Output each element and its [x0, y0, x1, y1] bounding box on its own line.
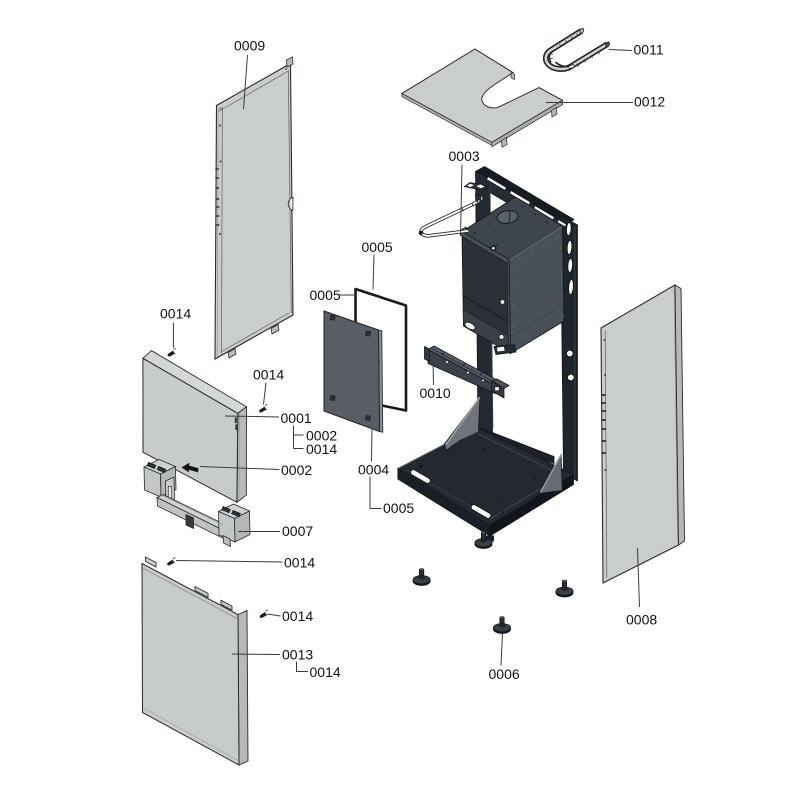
svg-text:0014: 0014 [306, 441, 337, 457]
svg-text:0007: 0007 [282, 523, 313, 539]
svg-text:0005: 0005 [362, 239, 393, 255]
svg-text:0005: 0005 [310, 287, 341, 303]
svg-text:0014: 0014 [253, 367, 284, 383]
svg-text:0014: 0014 [160, 306, 191, 322]
svg-text:0009: 0009 [234, 38, 265, 54]
svg-text:0014: 0014 [310, 664, 341, 680]
svg-text:0006: 0006 [489, 666, 520, 682]
svg-text:0004: 0004 [358, 462, 389, 478]
svg-text:0014: 0014 [282, 608, 313, 624]
svg-text:0013: 0013 [282, 647, 313, 663]
svg-text:0011: 0011 [634, 42, 664, 58]
svg-text:0002: 0002 [306, 428, 337, 444]
svg-text:0001: 0001 [281, 410, 312, 426]
svg-text:0010: 0010 [420, 385, 451, 401]
svg-text:0005: 0005 [383, 500, 414, 516]
svg-text:0002: 0002 [281, 462, 312, 478]
svg-text:0014: 0014 [284, 555, 315, 571]
svg-text:0003: 0003 [449, 148, 480, 164]
svg-text:0008: 0008 [626, 612, 657, 628]
svg-text:0012: 0012 [634, 94, 665, 110]
